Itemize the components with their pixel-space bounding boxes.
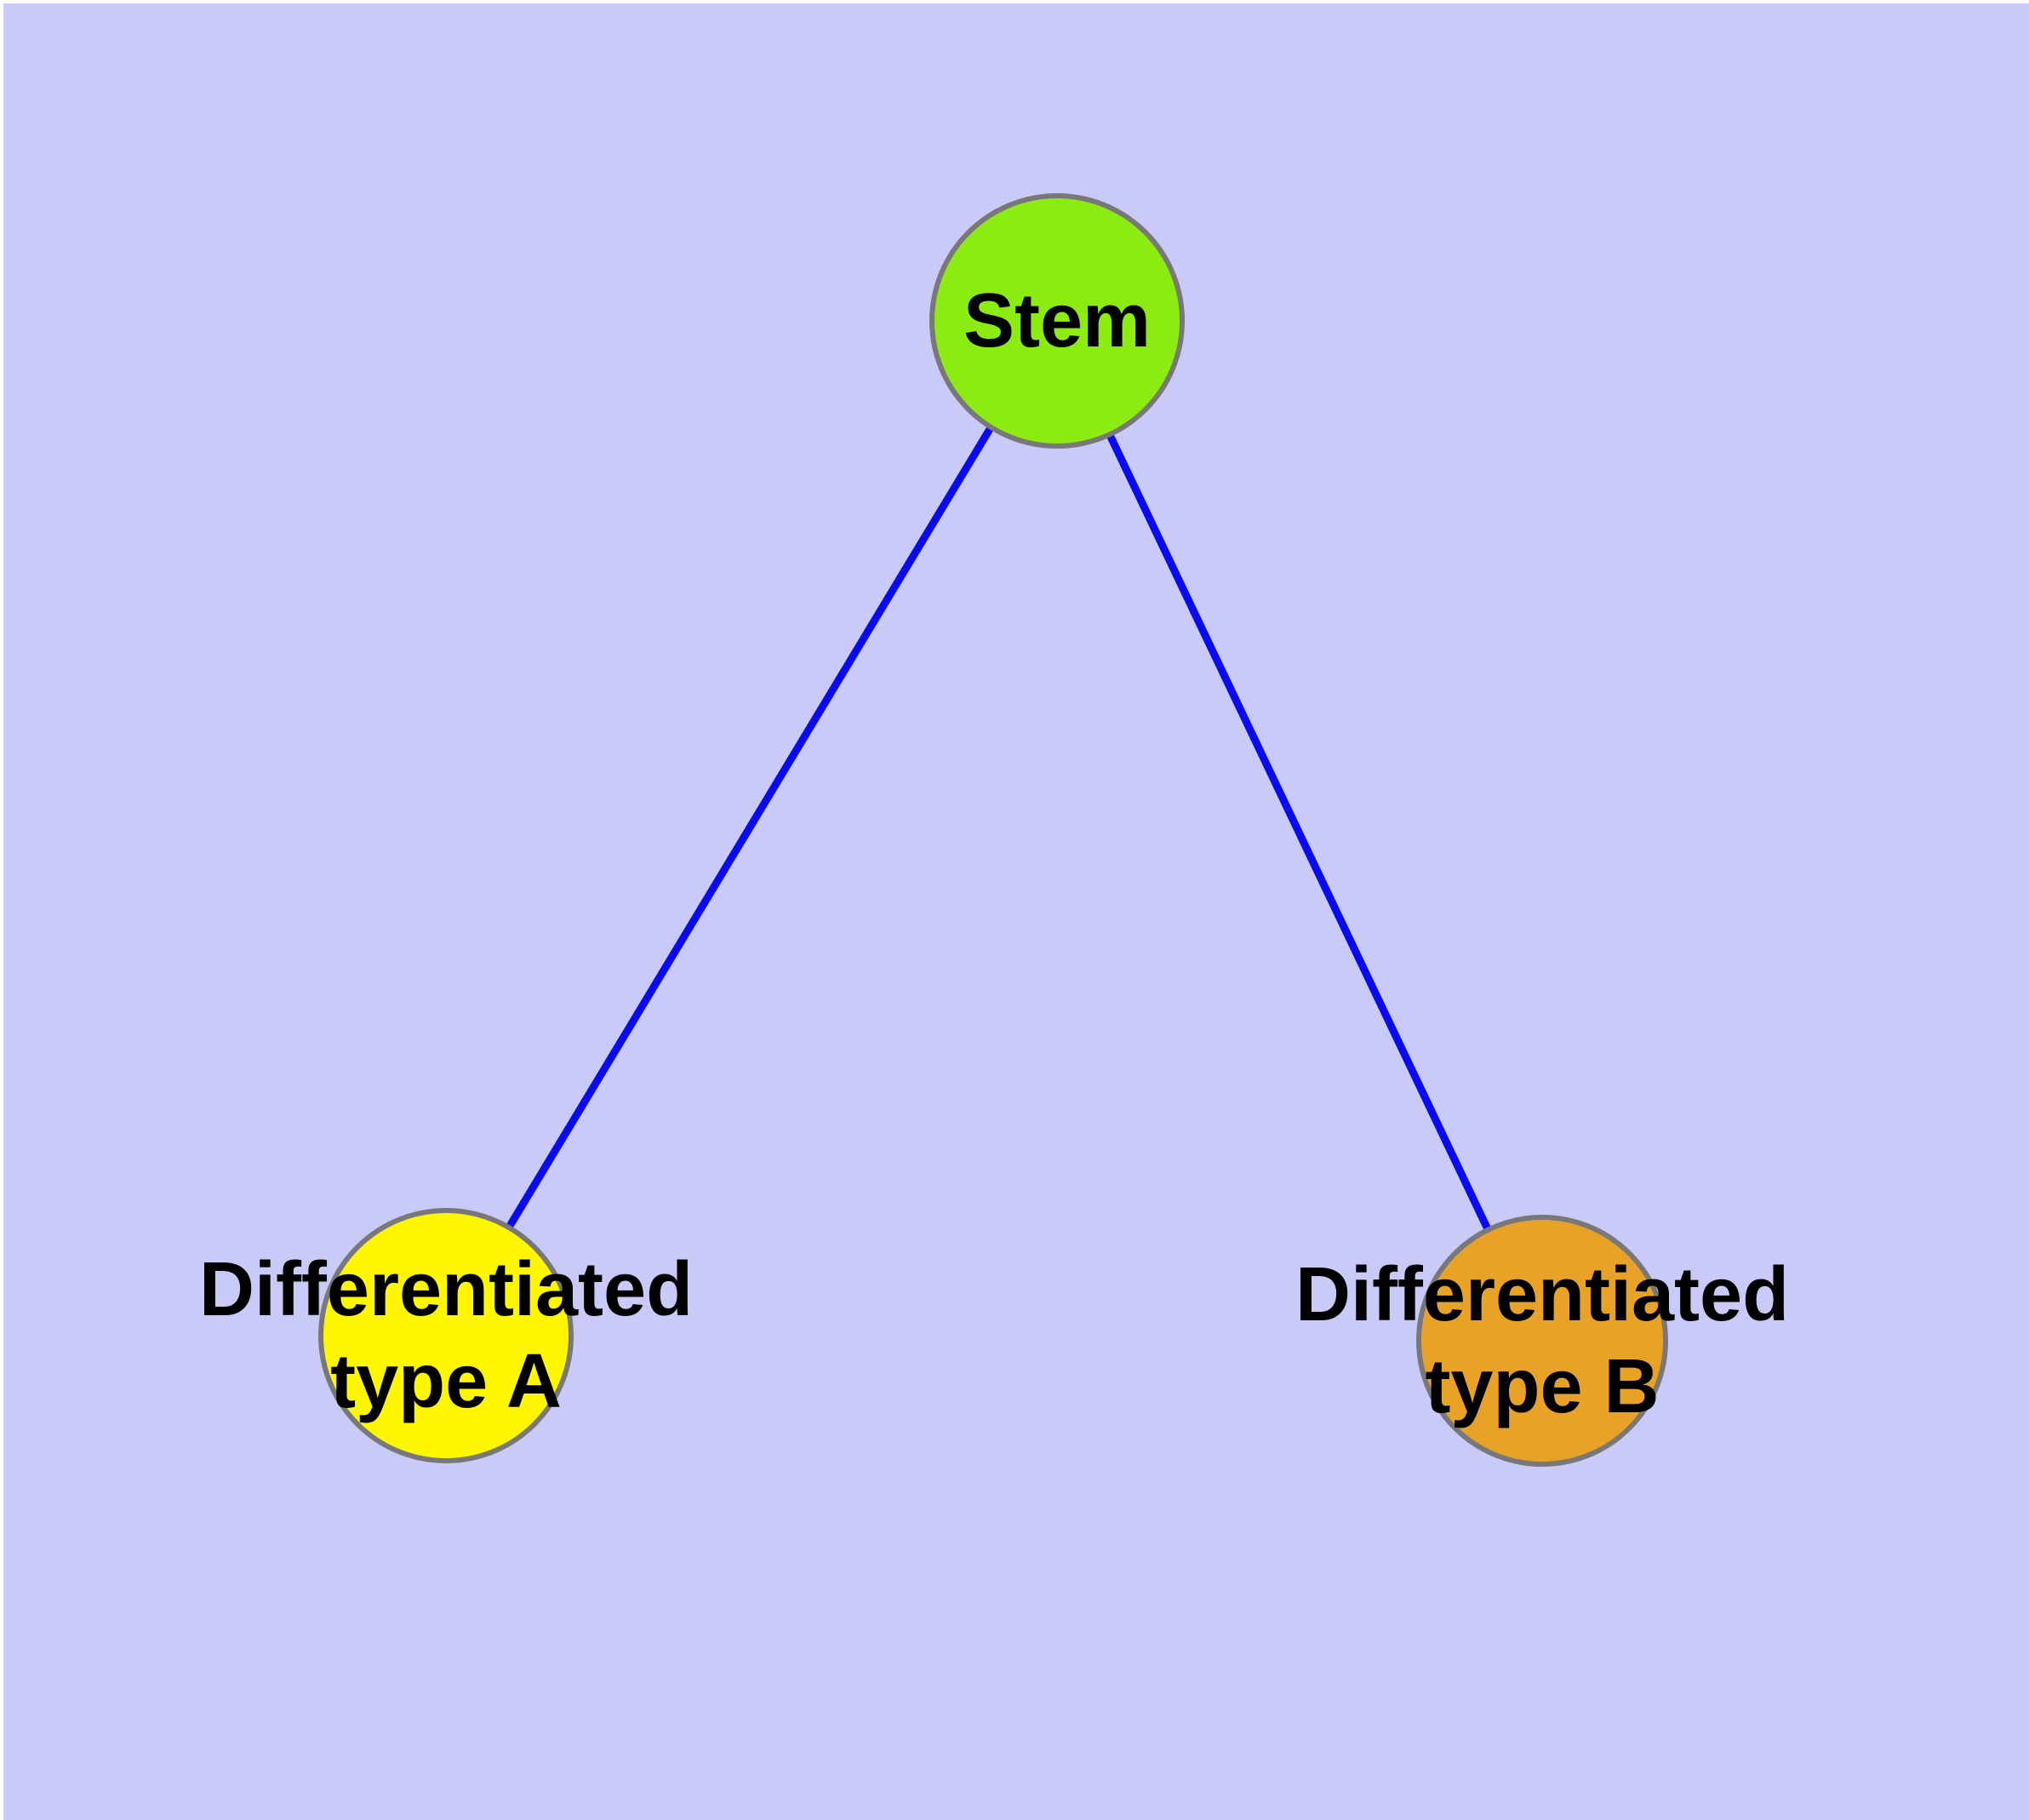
node-differentiated-type-b-label: Differentiated type B — [1295, 1249, 1789, 1433]
node-differentiated-type-a-label-line-2: type A — [330, 1339, 562, 1424]
node-differentiated-type-b-label-line-2: type B — [1425, 1344, 1660, 1429]
edge-stem-to-type-b — [1051, 318, 1544, 1340]
node-differentiated-type-a-circle[interactable] — [318, 1208, 574, 1463]
node-differentiated-type-b-label-line-1: Differentiated — [1295, 1252, 1790, 1337]
edge-stem-to-type-a — [442, 318, 1059, 1336]
node-stem-label-line: Stem — [963, 278, 1152, 363]
node-stem-label: Stem — [963, 275, 1151, 367]
node-differentiated-type-a-label-line-1: Differentiated — [198, 1247, 694, 1332]
node-differentiated-type-a-label: Differentiated type A — [199, 1244, 693, 1428]
node-differentiated-type-b-circle[interactable] — [1416, 1215, 1668, 1467]
node-stem-circle[interactable] — [929, 193, 1185, 449]
edges-layer — [442, 318, 1544, 1340]
